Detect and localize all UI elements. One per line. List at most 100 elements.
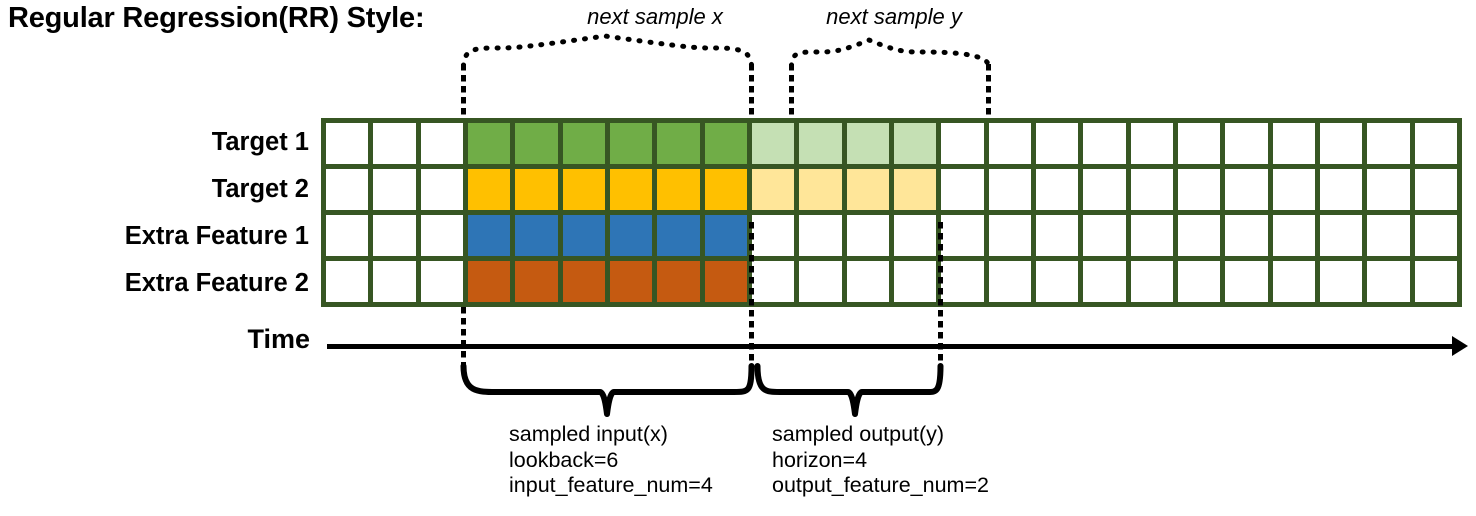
grid-cell [1035, 169, 1079, 210]
grid-cell [704, 215, 747, 256]
grid-cell [326, 169, 369, 210]
grid-cell [1177, 261, 1221, 302]
grid-cell [326, 261, 369, 302]
grid-cell [1319, 261, 1363, 302]
note-sampled-input: sampled input(x) lookback=6 input_featur… [509, 422, 713, 499]
brace-next-sample-y [789, 37, 991, 69]
grid-cell [941, 215, 984, 256]
row-label-target-1: Target 1 [211, 128, 309, 156]
grid-row-target-1 [326, 123, 1457, 164]
grid-cell [467, 261, 511, 302]
grid-cell [1319, 169, 1363, 210]
grid-cell [1177, 169, 1221, 210]
row-label-column: Target 1 Target 2 Extra Feature 1 Extra … [0, 119, 321, 307]
grid-cell [1177, 215, 1221, 256]
brace-sampled-output [754, 363, 944, 417]
grid-cell [893, 169, 937, 210]
grid-cell [941, 261, 984, 302]
dropline-input-start [461, 307, 466, 369]
grid-cell [562, 215, 605, 256]
grid-cell [1225, 169, 1268, 210]
grid-cell [1083, 215, 1126, 256]
grid-cell [988, 261, 1031, 302]
grid-cell [941, 169, 984, 210]
grid-cell [1035, 261, 1079, 302]
grid-cell [704, 261, 747, 302]
grid-cell [799, 215, 842, 256]
grid-cell [657, 123, 700, 164]
note-sampled-output: sampled output(y) horizon=4 output_featu… [772, 422, 989, 499]
grid-cell [1083, 169, 1126, 210]
grid-cell [1414, 261, 1457, 302]
grid-cell [1272, 215, 1315, 256]
grid-cell [704, 169, 747, 210]
grid-cell [1225, 215, 1268, 256]
grid-cell [562, 261, 605, 302]
timeseries-grid [321, 118, 1462, 307]
grid-cell [609, 123, 653, 164]
dropline-top-input-end [749, 64, 754, 119]
grid-cell [1130, 123, 1173, 164]
grid-cell [609, 215, 653, 256]
grid-cell [893, 123, 937, 164]
grid-cell [1225, 261, 1268, 302]
brace-sampled-input [460, 363, 755, 417]
grid-cell [1130, 169, 1173, 210]
time-axis-line [327, 344, 1455, 349]
grid-cell [420, 215, 463, 256]
dropline-top-input-start [461, 64, 466, 119]
grid-cell [515, 123, 558, 164]
grid-cell [988, 169, 1031, 210]
grid-cell [515, 215, 558, 256]
grid-cell [1367, 215, 1410, 256]
note-sampled-input-line-1: sampled input(x) [509, 422, 668, 446]
time-axis-label: Time [247, 324, 310, 354]
grid-cell [941, 123, 984, 164]
grid-cell [799, 169, 842, 210]
grid-cell [846, 261, 889, 302]
grid-cell [751, 215, 795, 256]
grid-cell [515, 261, 558, 302]
grid-cell [1130, 215, 1173, 256]
row-label-target-2: Target 2 [211, 175, 309, 203]
row-label-extra-feature-2: Extra Feature 2 [124, 269, 309, 297]
note-sampled-output-line-2: horizon=4 [772, 447, 868, 472]
grid-cell [420, 169, 463, 210]
dropline-top-output-start [789, 64, 794, 119]
grid-cell [326, 123, 369, 164]
grid-cell [1083, 123, 1126, 164]
grid-cell [373, 169, 416, 210]
grid-cell [326, 215, 369, 256]
grid-cell [1083, 261, 1126, 302]
grid-cell [1177, 123, 1221, 164]
grid-cell [467, 215, 511, 256]
grid-cell [609, 169, 653, 210]
grid-cell [657, 261, 700, 302]
grid-cell [846, 123, 889, 164]
grid-cell [1414, 215, 1457, 256]
label-next-sample-y: next sample y [826, 4, 962, 29]
row-label-extra-feature-1: Extra Feature 1 [124, 222, 309, 250]
grid-cell [562, 123, 605, 164]
grid-cell [1414, 169, 1457, 210]
grid-cell [704, 123, 747, 164]
grid-cell [657, 169, 700, 210]
note-sampled-output-line-1: sampled output(y) [772, 422, 945, 446]
page-title: Regular Regression(RR) Style: [8, 2, 425, 34]
grid-cell [1035, 123, 1079, 164]
grid-cell [562, 169, 605, 210]
label-next-sample-x: next sample x [587, 4, 723, 29]
grid-cell [751, 169, 795, 210]
grid-cell [420, 261, 463, 302]
grid-cell [1130, 261, 1173, 302]
grid-cell [1319, 215, 1363, 256]
grid-cell [515, 169, 558, 210]
grid-cell [609, 261, 653, 302]
grid-cell [799, 123, 842, 164]
grid-cell [373, 123, 416, 164]
grid-cell [846, 215, 889, 256]
grid-cell [751, 261, 795, 302]
dropline-top-output-end [986, 64, 991, 119]
grid-cell [1414, 123, 1457, 164]
